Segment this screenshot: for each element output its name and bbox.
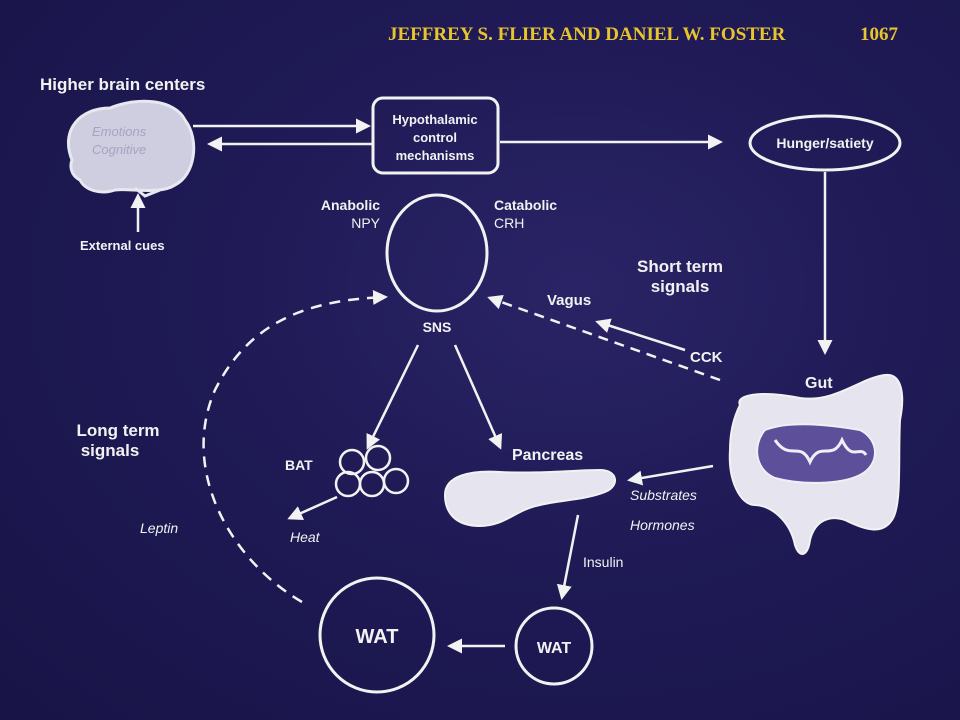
npy-label: NPY xyxy=(351,215,380,231)
header-page-number: 1067 xyxy=(860,24,899,45)
short-term-line2: signals xyxy=(651,277,710,296)
brain-emotions-label: Emotions xyxy=(92,124,147,139)
crh-label: CRH xyxy=(494,215,524,231)
pancreas-label: Pancreas xyxy=(512,447,583,464)
vagus-label: Vagus xyxy=(547,292,591,309)
hypothalamus-box xyxy=(371,96,500,175)
hypothalamus-line1: Hypothalamic xyxy=(392,112,477,127)
wat-large-label: WAT xyxy=(356,626,399,648)
cck-to-vagus-arrow xyxy=(595,318,686,352)
catabolic-label: Catabolic xyxy=(494,197,557,213)
bat-cells xyxy=(334,444,410,498)
short-term-line1: Short term xyxy=(637,257,723,276)
header-authors: JEFFREY S. FLIER AND DANIEL W. FOSTER xyxy=(388,24,786,45)
cck-label: CCK xyxy=(690,349,723,366)
hunger-satiety-ellipse xyxy=(748,114,902,172)
leptin-dashed-arrow xyxy=(202,289,388,604)
wat-large-circle xyxy=(318,576,436,694)
gut-label: Gut xyxy=(805,375,833,392)
pancreas-shape xyxy=(443,468,616,528)
bat-label: BAT xyxy=(285,457,313,473)
gut-to-pancreas-arrow xyxy=(627,464,714,486)
brain-cognitive-label: Cognitive xyxy=(92,142,146,157)
sns-label: SNS xyxy=(423,319,452,335)
pancreas-to-wat-arrow xyxy=(556,514,580,600)
long-term-line2: signals xyxy=(81,441,140,460)
brain-shape xyxy=(66,99,196,194)
sns-to-bat-arrow xyxy=(366,344,420,450)
leptin-label: Leptin xyxy=(140,520,178,536)
hypothalamus-line3: mechanisms xyxy=(396,148,475,163)
sns-to-pancreas-arrow xyxy=(453,344,503,450)
brain-title: Higher brain centers xyxy=(40,75,205,94)
wat-small-circle xyxy=(514,606,594,686)
bat-to-heat-arrow xyxy=(287,495,338,520)
insulin-label: Insulin xyxy=(583,554,623,570)
hunger-satiety-label: Hunger/satiety xyxy=(776,135,873,151)
anabolic-label: Anabolic xyxy=(321,197,380,213)
hormones-label: Hormones xyxy=(630,517,695,533)
external-cues-label: External cues xyxy=(80,238,165,253)
heat-label: Heat xyxy=(290,529,321,545)
gut-intestine-loops xyxy=(773,436,868,466)
hypothalamic-nucleus-ellipse xyxy=(385,193,489,313)
wat-small-label: WAT xyxy=(537,640,572,657)
substrates-label: Substrates xyxy=(630,487,697,503)
hypothalamus-line2: control xyxy=(413,130,457,145)
gut-to-brain-dashed-arrow xyxy=(487,294,721,382)
long-term-line1: Long term xyxy=(76,421,159,440)
